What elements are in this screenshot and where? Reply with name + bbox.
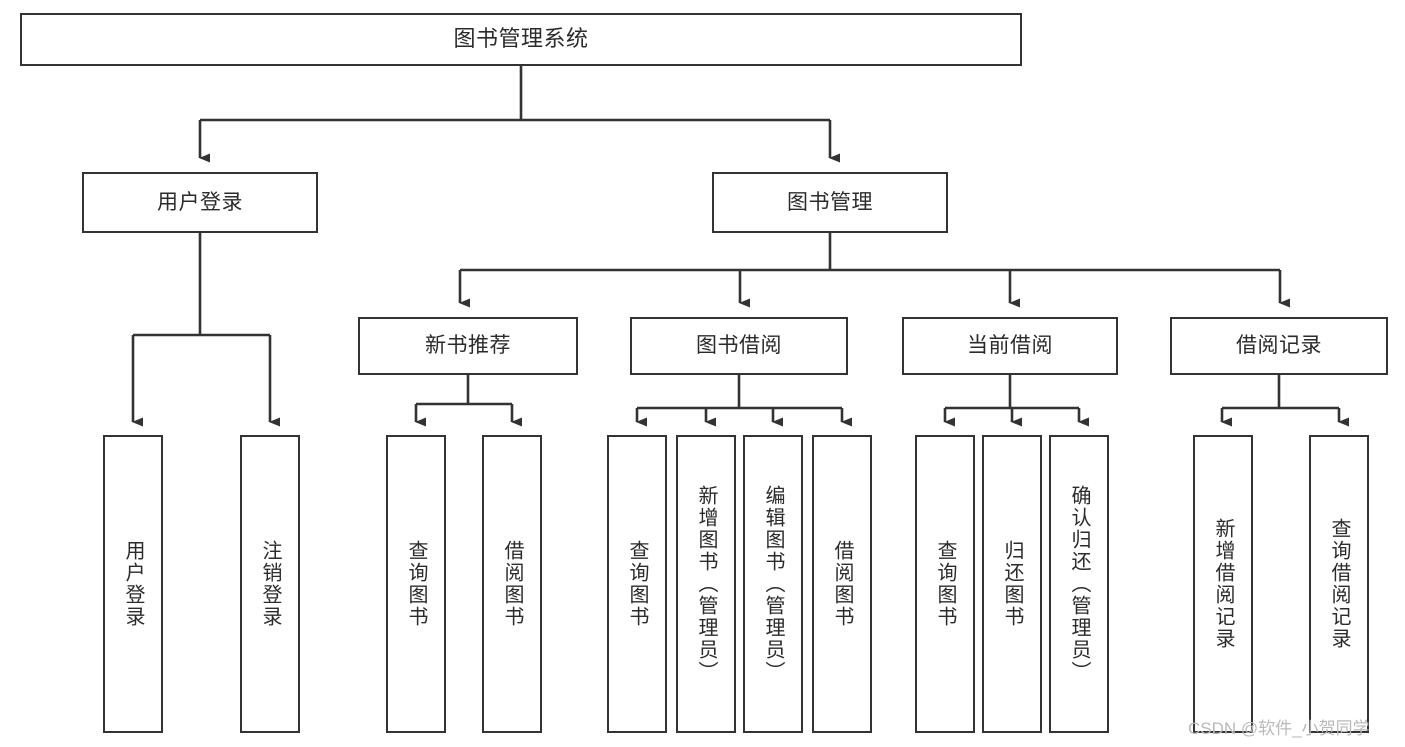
node-label: 借阅图书 (501, 540, 523, 628)
node-label: 注销登录 (259, 540, 281, 628)
node-book-management[interactable]: 图书管理 (712, 172, 948, 233)
leaf-current-confirm-return-admin[interactable]: 确认归还（管理员） (1049, 435, 1109, 733)
leaf-user-login-signin[interactable]: 用户登录 (103, 435, 163, 733)
leaf-recommend-borrow-book[interactable]: 借阅图书 (482, 435, 542, 733)
leaf-borrow-edit-book-admin[interactable]: 编辑图书（管理员） (743, 435, 803, 733)
node-label: 图书管理 (787, 190, 873, 214)
csdn-watermark: CSDN @软件_小贺同学 (1188, 719, 1370, 738)
leaf-borrow-add-book-admin[interactable]: 新增图书（管理员） (676, 435, 736, 733)
leaf-record-query-record[interactable]: 查询借阅记录 (1309, 435, 1369, 733)
node-root-system[interactable]: 图书管理系统 (20, 13, 1022, 66)
leaf-current-query-book[interactable]: 查询图书 (915, 435, 975, 733)
node-label: 用户登录 (157, 190, 243, 214)
node-label: 图书借阅 (696, 334, 782, 358)
node-label: 查询图书 (405, 540, 427, 628)
leaf-borrow-borrow-book[interactable]: 借阅图书 (812, 435, 872, 733)
node-user-login[interactable]: 用户登录 (82, 172, 318, 233)
node-label: 借阅图书 (831, 540, 853, 628)
node-book-borrow[interactable]: 图书借阅 (630, 317, 848, 375)
node-label: 用户登录 (122, 540, 144, 628)
node-label: 查询图书 (934, 540, 956, 628)
node-label: 借阅记录 (1236, 334, 1322, 358)
node-current-borrow[interactable]: 当前借阅 (902, 317, 1118, 375)
node-label: 查询借阅记录 (1328, 518, 1350, 650)
node-label: 查询图书 (626, 540, 648, 628)
node-label: 编辑图书（管理员） (762, 485, 784, 683)
leaf-current-return-book[interactable]: 归还图书 (982, 435, 1042, 733)
leaf-borrow-query-book[interactable]: 查询图书 (607, 435, 667, 733)
node-label: 确认归还（管理员） (1068, 485, 1090, 683)
node-label: 新增借阅记录 (1212, 518, 1234, 650)
leaf-record-add-record[interactable]: 新增借阅记录 (1193, 435, 1253, 733)
node-new-book-recommend[interactable]: 新书推荐 (358, 317, 578, 375)
node-label: 归还图书 (1001, 540, 1023, 628)
node-label: 当前借阅 (967, 334, 1053, 358)
node-label: 新书推荐 (425, 334, 511, 358)
node-label: 新增图书（管理员） (695, 485, 717, 683)
leaf-recommend-query-book[interactable]: 查询图书 (386, 435, 446, 733)
node-borrow-record[interactable]: 借阅记录 (1170, 317, 1388, 375)
leaf-user-login-signout[interactable]: 注销登录 (240, 435, 300, 733)
node-label: 图书管理系统 (453, 26, 589, 52)
